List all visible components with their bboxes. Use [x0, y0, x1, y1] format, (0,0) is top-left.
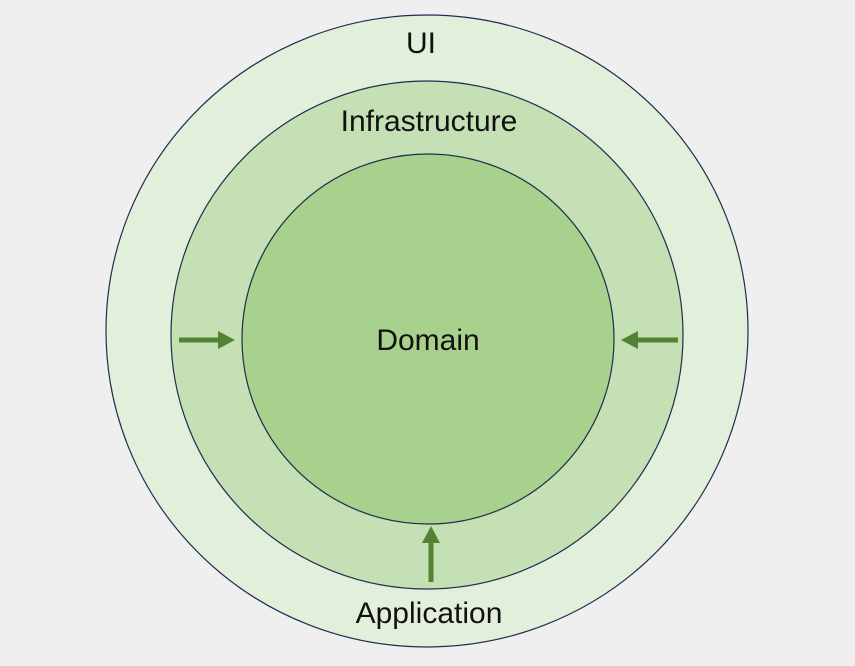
domain-circle [241, 153, 615, 525]
application-label: Application [356, 597, 503, 630]
bottom-arrow [422, 526, 440, 582]
left-arrow [179, 331, 235, 349]
ui-label: UI [406, 27, 436, 60]
infrastructure-label: Infrastructure [341, 105, 518, 138]
domain-label: Domain [376, 324, 479, 357]
right-arrow [621, 331, 678, 349]
